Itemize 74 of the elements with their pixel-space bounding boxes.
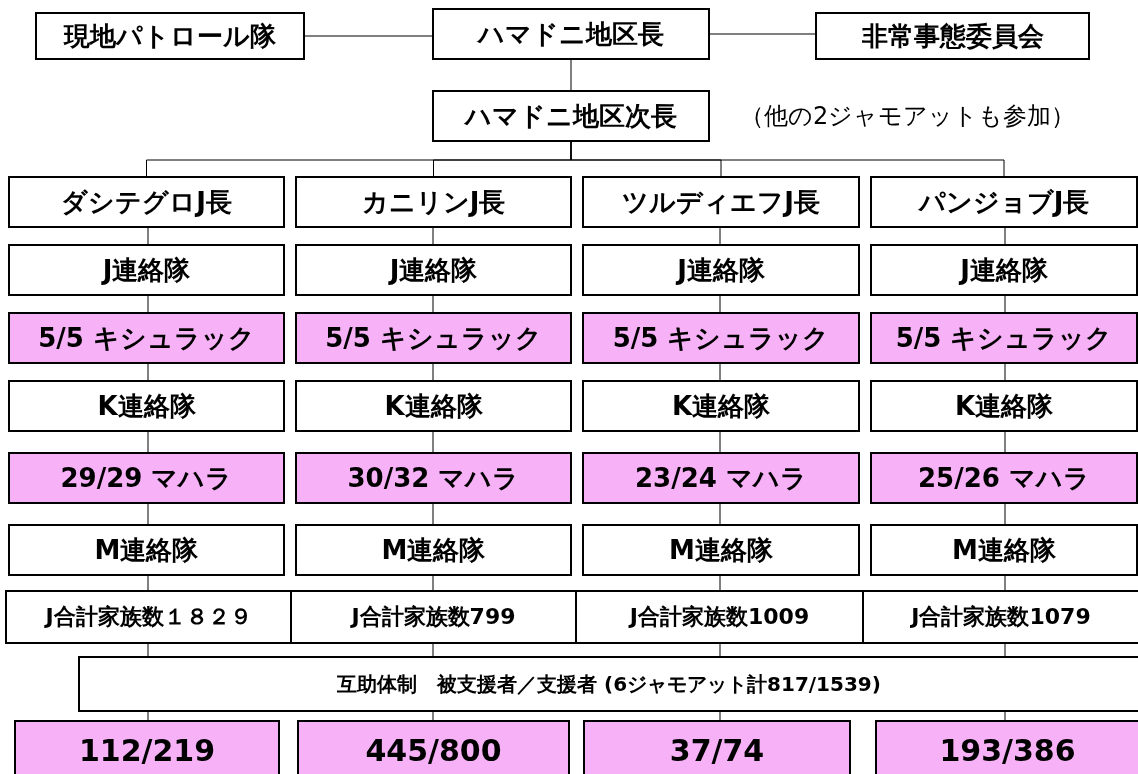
connector-line [1004, 227, 1006, 245]
connector-line [570, 59, 572, 91]
connector-line [719, 643, 721, 657]
org-box: K連絡隊 [870, 380, 1138, 432]
connector-line [719, 503, 721, 525]
org-box: ハマドニ地区次長 [432, 90, 710, 142]
connector-line [719, 431, 721, 453]
org-box: カニリンJ長 [295, 176, 572, 228]
org-box: 445/800 [297, 720, 570, 774]
org-box: M連絡隊 [582, 524, 860, 576]
org-box: M連絡隊 [8, 524, 285, 576]
connector-line [147, 503, 149, 525]
org-box: パンジョブJ長 [870, 176, 1138, 228]
org-box: 30/32 マハラ [295, 452, 572, 504]
org-box: 29/29 マハラ [8, 452, 285, 504]
org-box: J合計家族数１８２９ [5, 590, 292, 644]
connector-line [719, 295, 721, 313]
org-box: 非常事態委員会 [815, 12, 1090, 60]
org-box: 5/5 キシュラック [582, 312, 860, 364]
connector-line [432, 431, 434, 453]
connector-line [432, 503, 434, 525]
org-box: ダシテグロJ長 [8, 176, 285, 228]
connector-line [709, 33, 816, 35]
connector-line [719, 711, 721, 721]
org-box: J連絡隊 [582, 244, 860, 296]
org-box: M連絡隊 [295, 524, 572, 576]
org-box: K連絡隊 [582, 380, 860, 432]
connector-line [570, 141, 1005, 177]
connector-line [719, 227, 721, 245]
connector-line [147, 431, 149, 453]
connector-line [432, 295, 434, 313]
org-box: 5/5 キシュラック [870, 312, 1138, 364]
org-box: J合計家族数1079 [862, 590, 1138, 644]
org-box: J合計家族数799 [290, 590, 577, 644]
connector-line [719, 575, 721, 591]
org-box: 現地パトロール隊 [35, 12, 305, 60]
connector-line [1004, 711, 1006, 721]
org-box: 5/5 キシュラック [8, 312, 285, 364]
connector-line [432, 711, 434, 721]
org-box: 23/24 マハラ [582, 452, 860, 504]
connector-line [147, 363, 149, 381]
org-box: 5/5 キシュラック [295, 312, 572, 364]
connector-line [1004, 431, 1006, 453]
note-text: （他の2ジャモアットも参加） [740, 101, 1076, 132]
connector-line [147, 643, 149, 657]
org-box: J合計家族数1009 [575, 590, 864, 644]
org-box: 193/386 [875, 720, 1138, 774]
org-box: J連絡隊 [295, 244, 572, 296]
org-box: ハマドニ地区長 [432, 8, 710, 60]
connector-line [147, 575, 149, 591]
connector-line [1004, 295, 1006, 313]
org-box: 37/74 [583, 720, 851, 774]
org-box: ツルディエフJ長 [582, 176, 860, 228]
org-box: M連絡隊 [870, 524, 1138, 576]
connector-line [1004, 643, 1006, 657]
org-box: 25/26 マハラ [870, 452, 1138, 504]
org-box: J連絡隊 [870, 244, 1138, 296]
org-box: 112/219 [14, 720, 280, 774]
org-box: J連絡隊 [8, 244, 285, 296]
banner-box: 互助体制 被支援者／支援者 (6ジャモアット計817/1539) [78, 656, 1138, 712]
connector-line [432, 643, 434, 657]
connector-line [432, 227, 434, 245]
connector-line [432, 363, 434, 381]
connector-line [147, 227, 149, 245]
org-box: K連絡隊 [295, 380, 572, 432]
connector-line [719, 363, 721, 381]
connector-line [1004, 503, 1006, 525]
connector-line [147, 711, 149, 721]
connector-line [1004, 363, 1006, 381]
connector-line [304, 35, 433, 37]
connector-line [147, 295, 149, 313]
org-box: K連絡隊 [8, 380, 285, 432]
connector-line [432, 575, 434, 591]
connector-line [1004, 575, 1006, 591]
